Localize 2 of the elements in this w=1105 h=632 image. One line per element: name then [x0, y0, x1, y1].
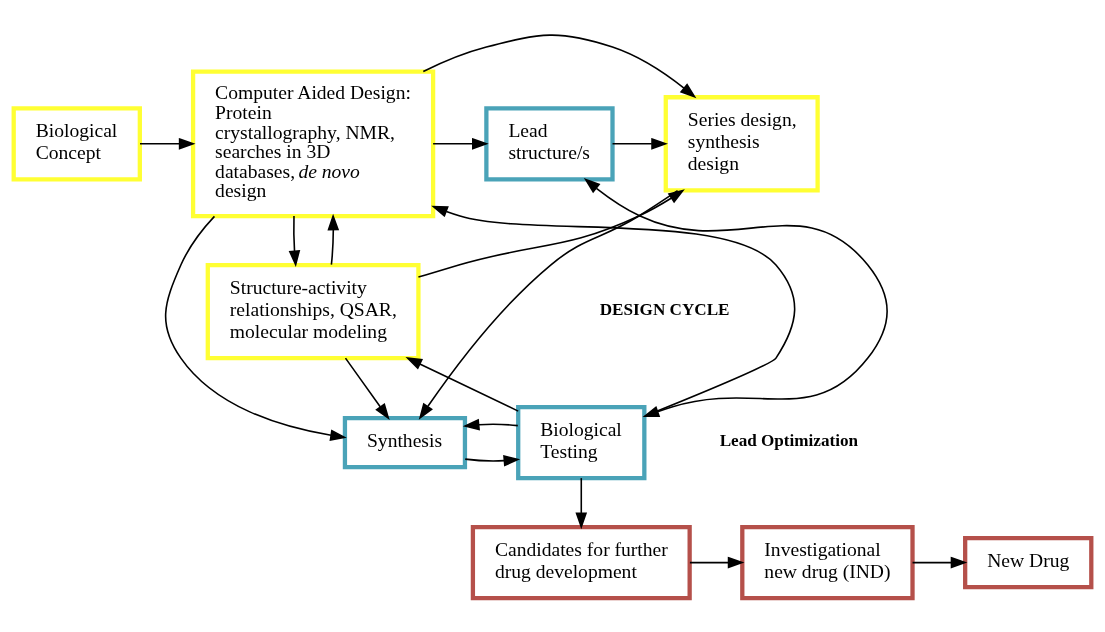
label: Lead Optimization: [719, 430, 859, 450]
label: DESIGN CYCLE: [599, 299, 730, 319]
